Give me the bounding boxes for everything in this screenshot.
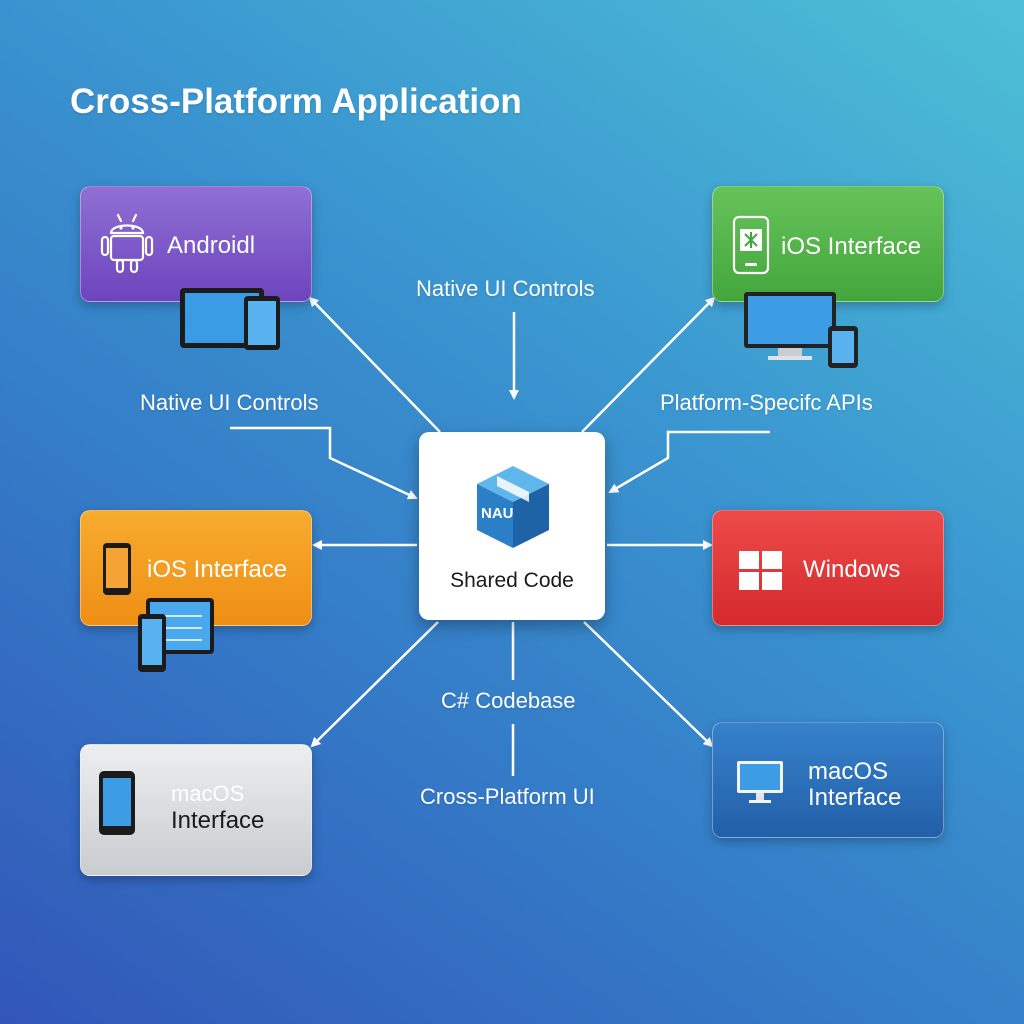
windows-label: Windows (803, 556, 901, 583)
arrow-native-ui-left (230, 426, 418, 500)
diagram-title: Cross-Platform Application (70, 82, 522, 121)
arrow-to-macos-right (583, 621, 714, 748)
macos-label-right-line1: macOS (808, 758, 889, 785)
arrow-to-macos-left (310, 621, 439, 748)
shared-code-label: Shared Code (450, 569, 574, 592)
cube-logo-text: NAU (481, 505, 514, 522)
arrow-to-android (308, 296, 441, 433)
native-ui-controls-label-left: Native UI Controls (140, 390, 319, 415)
phone-icon (99, 771, 135, 835)
macos-interface-card-right[interactable]: macOS Interface (712, 722, 944, 838)
native-ui-controls-label-top: Native UI Controls (416, 276, 595, 301)
phone-icon (732, 215, 770, 275)
cube-icon: NAU (477, 466, 549, 548)
arrow-to-ios-top (581, 296, 716, 433)
ios-left-devices-icon (138, 598, 214, 672)
android-label: Androidl (167, 232, 256, 259)
ios-interface-card-top[interactable]: iOS Interface (712, 186, 944, 302)
cross-platform-ui-label: Cross-Platform UI (420, 784, 595, 809)
shared-code-box[interactable]: NAU Shared Code (419, 432, 605, 620)
windows-logo-icon (739, 551, 782, 590)
windows-card[interactable]: Windows (712, 510, 944, 626)
ios-interface-label-top: iOS Interface (781, 233, 922, 260)
ios-interface-label-left: iOS Interface (147, 556, 288, 583)
platform-specific-apis-label: Platform-Specifc APIs (660, 390, 873, 415)
macos-label-left-line1: macOS (171, 781, 245, 806)
macos-label-left-line2: Interface (171, 807, 265, 834)
macos-interface-card-left[interactable]: macOS Interface (80, 744, 312, 876)
android-icon (100, 213, 154, 274)
csharp-codebase-label: C# Codebase (441, 688, 576, 713)
android-card[interactable]: Androidl (80, 186, 312, 302)
macos-label-right-line2: Interface (808, 784, 902, 811)
monitor-icon (737, 761, 783, 803)
arrow-platform-apis (608, 430, 770, 494)
phone-icon (103, 543, 131, 595)
android-devices-icon (180, 288, 280, 350)
ios-top-devices-icon (744, 292, 858, 368)
